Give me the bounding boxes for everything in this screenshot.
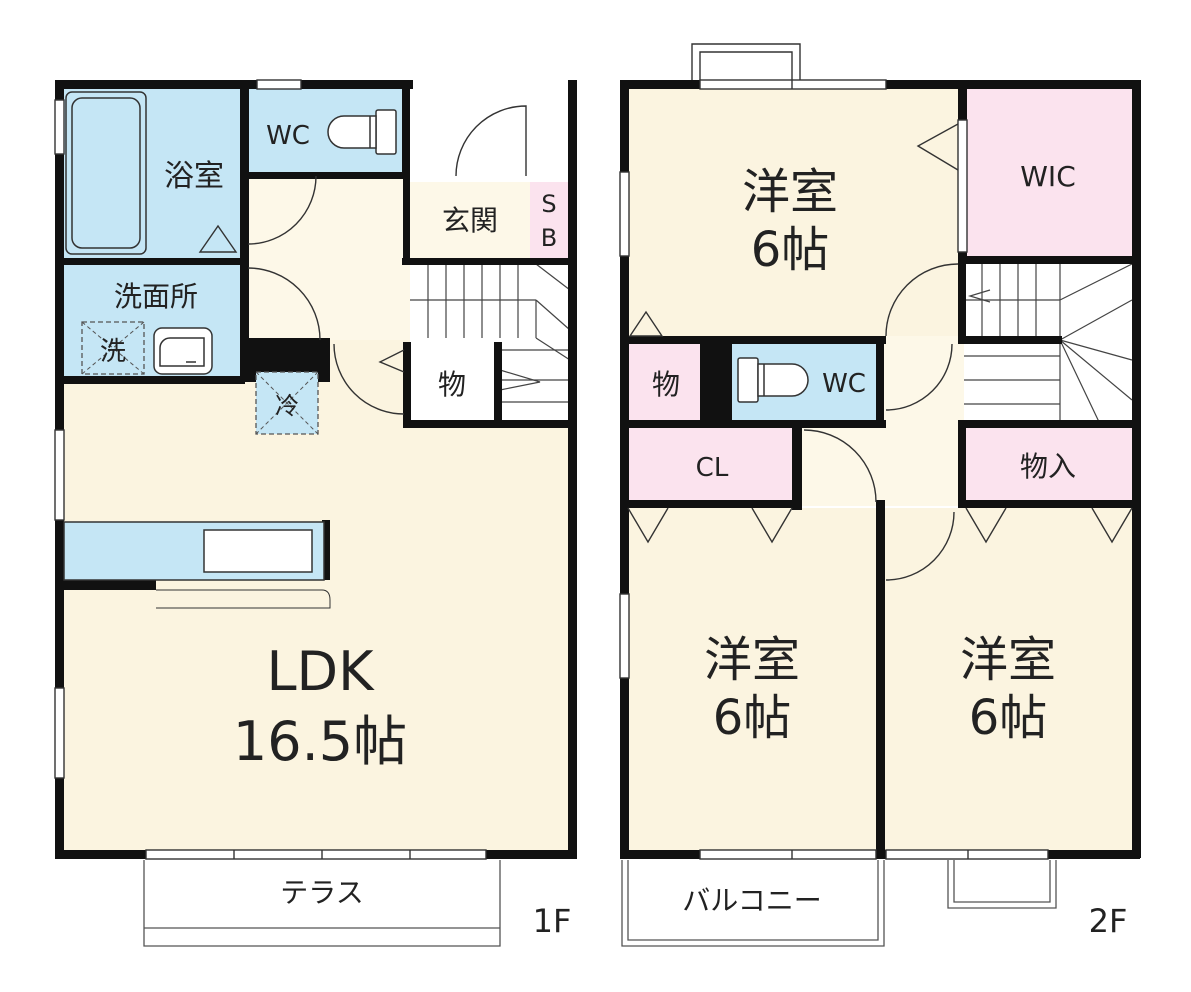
floor-1 <box>54 79 577 947</box>
door-swings-2f <box>627 123 1133 581</box>
openings-2f <box>619 43 1049 860</box>
fridge-label: 冷 <box>275 392 299 420</box>
balcony-label: バルコニー <box>682 884 821 917</box>
room-left-floor <box>628 508 878 854</box>
storage-in-floor <box>966 428 1132 504</box>
room-top-size-label: 6帖 <box>751 222 830 278</box>
washroom-label: 洗面所 <box>114 280 198 313</box>
ldk-floor <box>62 384 572 854</box>
room-top-floor <box>628 88 962 336</box>
ldk-name-label: LDK <box>266 640 375 703</box>
shoe-box-label-b: B <box>541 224 557 252</box>
balcony <box>621 860 1057 947</box>
room-left-size-label: 6帖 <box>713 690 792 746</box>
room-right-floor <box>884 508 1134 854</box>
wic-label: WIC <box>1020 160 1076 193</box>
storage-in-label: 物入 <box>1020 450 1076 483</box>
labels: 浴室 WC 玄関 S B 洗面所 洗 冷 物 LDK 16.5帖 テラス 1F … <box>100 121 1127 940</box>
terrace-label: テラス <box>280 876 363 909</box>
shoe-box-floor <box>530 182 568 262</box>
shoe-box-label-s: S <box>541 190 556 218</box>
stairs-2f <box>964 263 1133 425</box>
bath-door-marker <box>198 224 238 253</box>
storage-1f-label: 物 <box>438 368 466 401</box>
floor-1f-label: 1F <box>533 902 572 940</box>
terrace <box>143 860 501 947</box>
bathtub <box>65 91 147 255</box>
openings-1f <box>54 79 559 860</box>
fridge-cross <box>255 371 319 435</box>
room-top-name-label: 洋室 <box>742 164 838 220</box>
bath-label: 浴室 <box>164 159 224 194</box>
stairs-1f <box>410 263 571 403</box>
toilet-2f <box>737 357 809 403</box>
toilet-1f <box>327 109 397 155</box>
stair-1f-floor <box>410 264 570 424</box>
closet-floor <box>628 428 798 504</box>
room-right-name-label: 洋室 <box>960 632 1056 688</box>
storage-2f-floor <box>628 340 706 424</box>
door-swings-1f <box>247 105 527 415</box>
washbasin <box>153 327 213 375</box>
room-right-size-label: 6帖 <box>969 690 1048 746</box>
washer-label: 洗 <box>100 337 126 367</box>
wc-2f-label: WC <box>822 369 866 399</box>
wic-floor <box>962 88 1132 256</box>
floor-2f-label: 2F <box>1089 902 1128 940</box>
floor-2 <box>619 43 1141 947</box>
washer-space <box>81 321 145 375</box>
kitchen-counter <box>63 521 331 609</box>
entrance-floor <box>410 182 530 262</box>
ldk-size-label: 16.5帖 <box>233 710 407 773</box>
wc-1f-label: WC <box>266 121 310 151</box>
entrance-label: 玄関 <box>442 204 498 237</box>
walls-2f <box>620 80 1141 859</box>
storage-2f-label: 物 <box>652 368 680 401</box>
room-left-name-label: 洋室 <box>704 632 800 688</box>
closet-label: CL <box>696 453 729 483</box>
